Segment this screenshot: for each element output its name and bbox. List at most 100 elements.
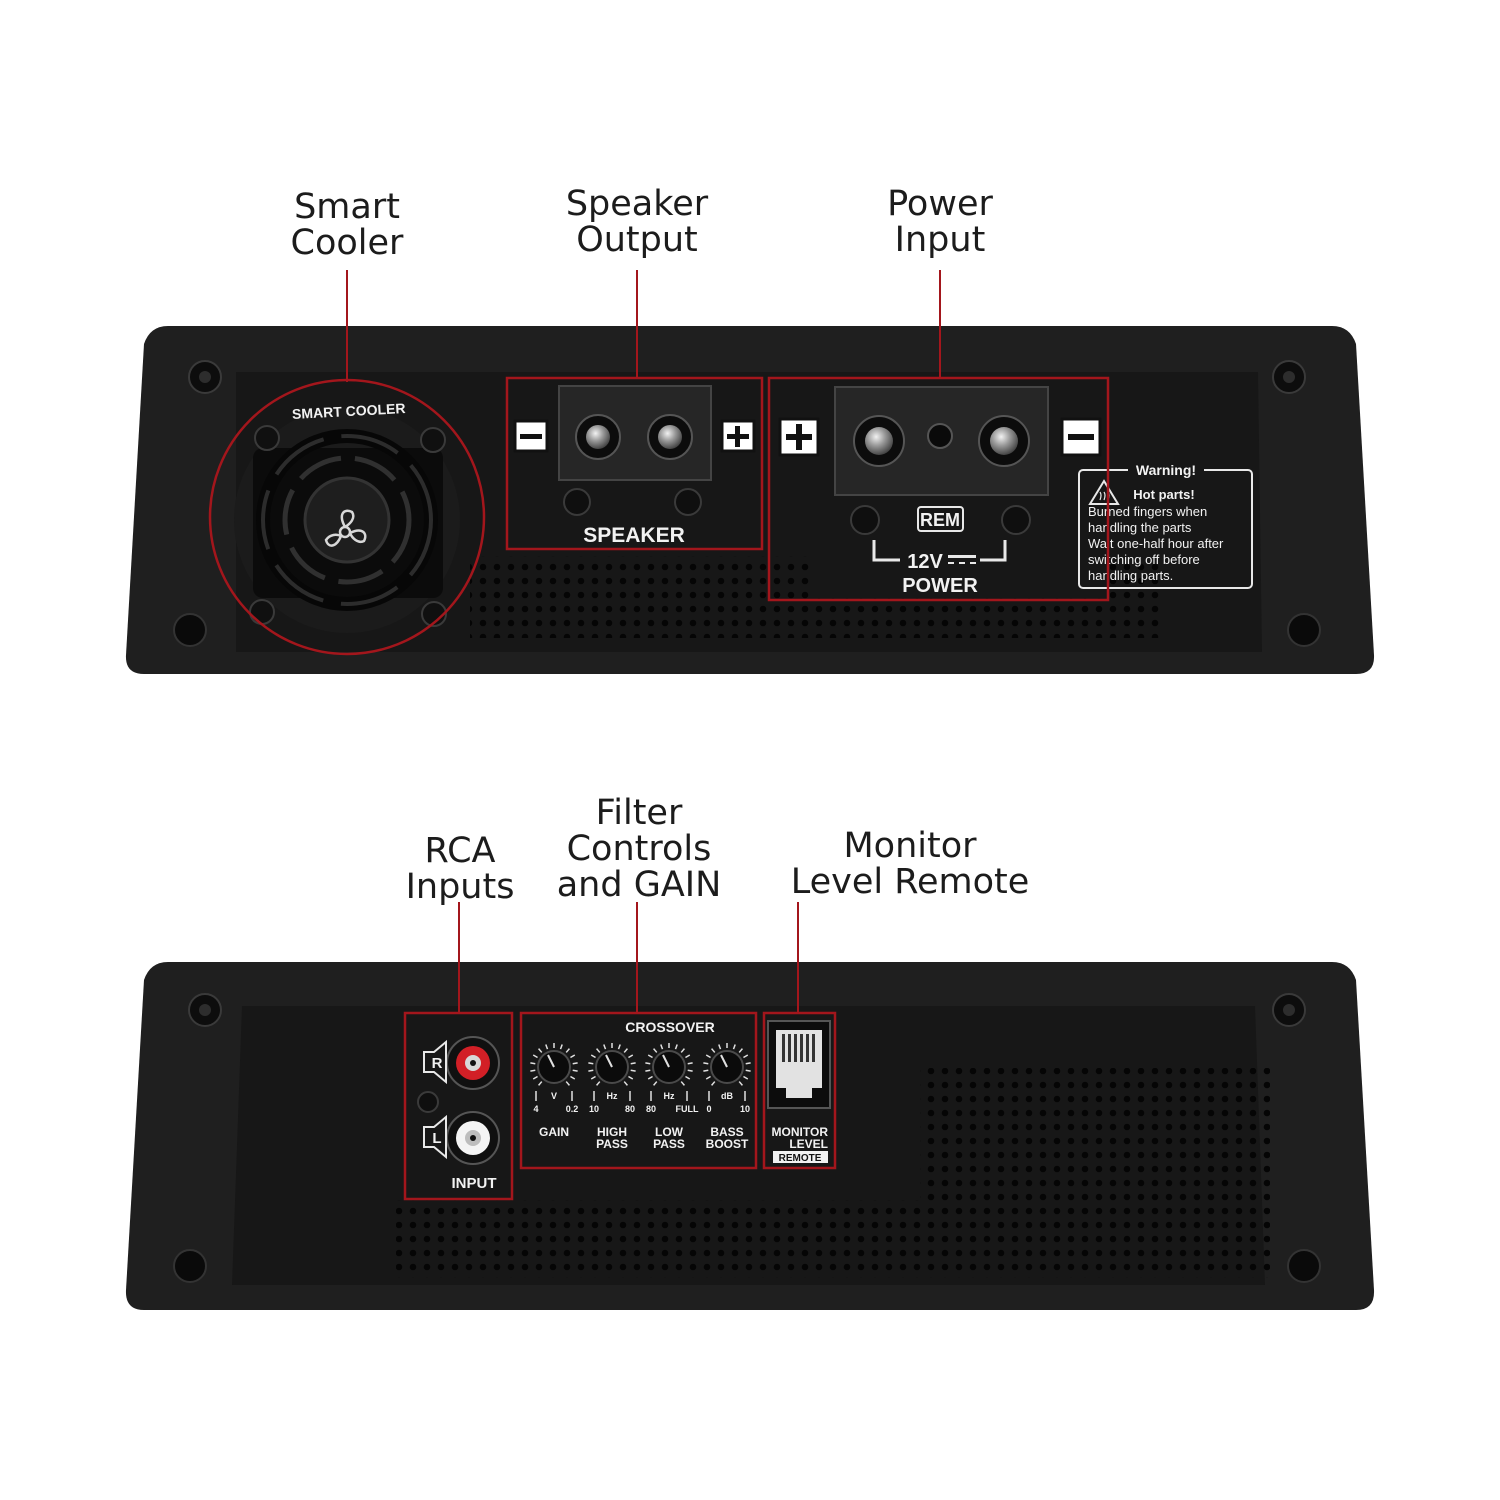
- warning-line: handling parts.: [1088, 568, 1173, 583]
- leader-line: [636, 902, 638, 1013]
- callout-speaker-output: Speaker Output: [527, 186, 747, 258]
- fan-screw-icon: [420, 427, 446, 453]
- knob-gain[interactable]: [530, 1043, 578, 1086]
- vent-grille: [1110, 560, 1160, 598]
- fan-screw-icon: [421, 601, 447, 627]
- knob-name-label: GAIN: [539, 1125, 569, 1139]
- warning-line: handling the parts: [1088, 520, 1192, 535]
- rca-jack-right[interactable]: [446, 1036, 500, 1090]
- knob-high-pass[interactable]: [588, 1043, 636, 1086]
- callout-monitor-remote: Monitor Level Remote: [770, 828, 1050, 900]
- callout-line: Speaker: [565, 184, 709, 224]
- corner-screw-icon: [188, 360, 222, 394]
- knob-max-label: 0.2: [566, 1104, 579, 1114]
- knob-name-label: HIGH: [597, 1125, 627, 1139]
- minus-icon: [1060, 417, 1102, 457]
- knob-low-pass[interactable]: [645, 1043, 693, 1086]
- knob-name-label: LOW: [655, 1125, 684, 1139]
- callout-line: RCA: [424, 831, 496, 871]
- knob-unit: Hz: [607, 1091, 618, 1101]
- plus-icon: [778, 417, 820, 457]
- power-terminal-block: REM 12V POWER: [778, 386, 1102, 597]
- corner-screw-icon: [173, 613, 207, 647]
- speaker-left-icon: [423, 1114, 447, 1160]
- speaker-output-highlight: [505, 376, 764, 551]
- rca-left-label: L: [432, 1130, 441, 1147]
- rca-jack-left[interactable]: [446, 1111, 500, 1165]
- knob-max-label: 10: [740, 1104, 750, 1114]
- knob-min-label: 4: [533, 1104, 538, 1114]
- remote-label: REMOTE: [779, 1153, 822, 1164]
- knob-name-label: PASS: [653, 1137, 685, 1151]
- callout-line: Input: [894, 220, 986, 260]
- filter-controls-highlight: [519, 1011, 758, 1170]
- power-input-highlight: [767, 376, 1110, 602]
- rca-inputs: R L INPUT: [417, 1036, 500, 1192]
- top-amplifier-panel: SMART COOLER SPEAKER: [125, 326, 1375, 674]
- monitor-label: MONITOR: [772, 1125, 829, 1139]
- warning-label: Warning! Hot parts! Burned fingers when …: [1078, 462, 1253, 589]
- callout-line: Cooler: [290, 223, 404, 263]
- callout-line: Level Remote: [790, 862, 1030, 902]
- monitor-level-remote: MONITOR LEVEL REMOTE: [767, 1020, 831, 1164]
- leader-line: [797, 902, 799, 1013]
- callout-filter-controls: Filter Controls and GAIN: [529, 795, 749, 903]
- rca-right-label: R: [432, 1055, 443, 1072]
- voltage-label: 12V: [907, 551, 943, 573]
- fan-screw-icon: [254, 425, 280, 451]
- callout-rca-inputs: RCA Inputs: [380, 833, 540, 905]
- callout-line: Power: [887, 184, 993, 224]
- callout-line: Output: [576, 220, 698, 260]
- knob-min-label: 10: [589, 1104, 599, 1114]
- speaker-terminal-block: SPEAKER: [513, 385, 756, 547]
- knob-unit: dB: [721, 1091, 733, 1101]
- warning-line: switching off before: [1088, 552, 1200, 567]
- knob-name-label: BOOST: [706, 1137, 749, 1151]
- smart-cooler-label: SMART COOLER: [292, 400, 406, 422]
- crossover-label: CROSSOVER: [625, 1019, 714, 1035]
- corner-screw-icon: [1272, 360, 1306, 394]
- corner-screw-icon: [173, 1249, 207, 1283]
- knob-max-label: 80: [625, 1104, 635, 1114]
- callout-line: and GAIN: [556, 865, 722, 905]
- leader-line: [346, 270, 348, 382]
- knob-unit: Hz: [664, 1091, 675, 1101]
- level-label: LEVEL: [789, 1137, 828, 1151]
- corner-screw-icon: [1287, 613, 1321, 647]
- knob-name-label: BASS: [710, 1125, 743, 1139]
- callout-power-input: Power Input: [840, 186, 1040, 258]
- callout-smart-cooler: Smart Cooler: [247, 189, 447, 261]
- speaker-right-icon: [423, 1039, 447, 1085]
- corner-screw-icon: [1287, 1249, 1321, 1283]
- warning-line: Wait one-half hour after: [1088, 536, 1224, 551]
- rem-label: REM: [920, 510, 960, 530]
- screw-icon: [417, 1091, 439, 1113]
- vent-grille: [470, 598, 1160, 638]
- monitor-remote-highlight: [762, 1011, 837, 1170]
- smart-cooler-fan: SMART COOLER: [234, 400, 460, 633]
- fan-icon: [324, 509, 367, 547]
- callout-line: Controls: [566, 829, 712, 869]
- callout-line: Filter: [595, 793, 683, 833]
- callout-line: Inputs: [405, 867, 515, 907]
- speaker-label: SPEAKER: [583, 524, 685, 547]
- minus-icon: [513, 419, 549, 453]
- knob-max-label: FULL: [676, 1104, 699, 1114]
- knob-bass-boost[interactable]: [703, 1043, 751, 1086]
- input-label: INPUT: [452, 1175, 497, 1192]
- corner-screw-icon: [1272, 993, 1306, 1027]
- fan-screw-icon: [249, 599, 275, 625]
- warning-title: Warning!: [1136, 462, 1196, 478]
- plus-icon: [720, 419, 756, 453]
- dc-symbol-icon: [948, 555, 976, 564]
- knob-name-label: PASS: [596, 1137, 628, 1151]
- leader-line: [636, 270, 638, 378]
- knob-min-label: 0: [706, 1104, 711, 1114]
- callout-line: Smart: [294, 187, 400, 227]
- knob-unit: V: [551, 1091, 557, 1101]
- leader-line: [939, 270, 941, 378]
- callout-line: Monitor: [843, 826, 977, 866]
